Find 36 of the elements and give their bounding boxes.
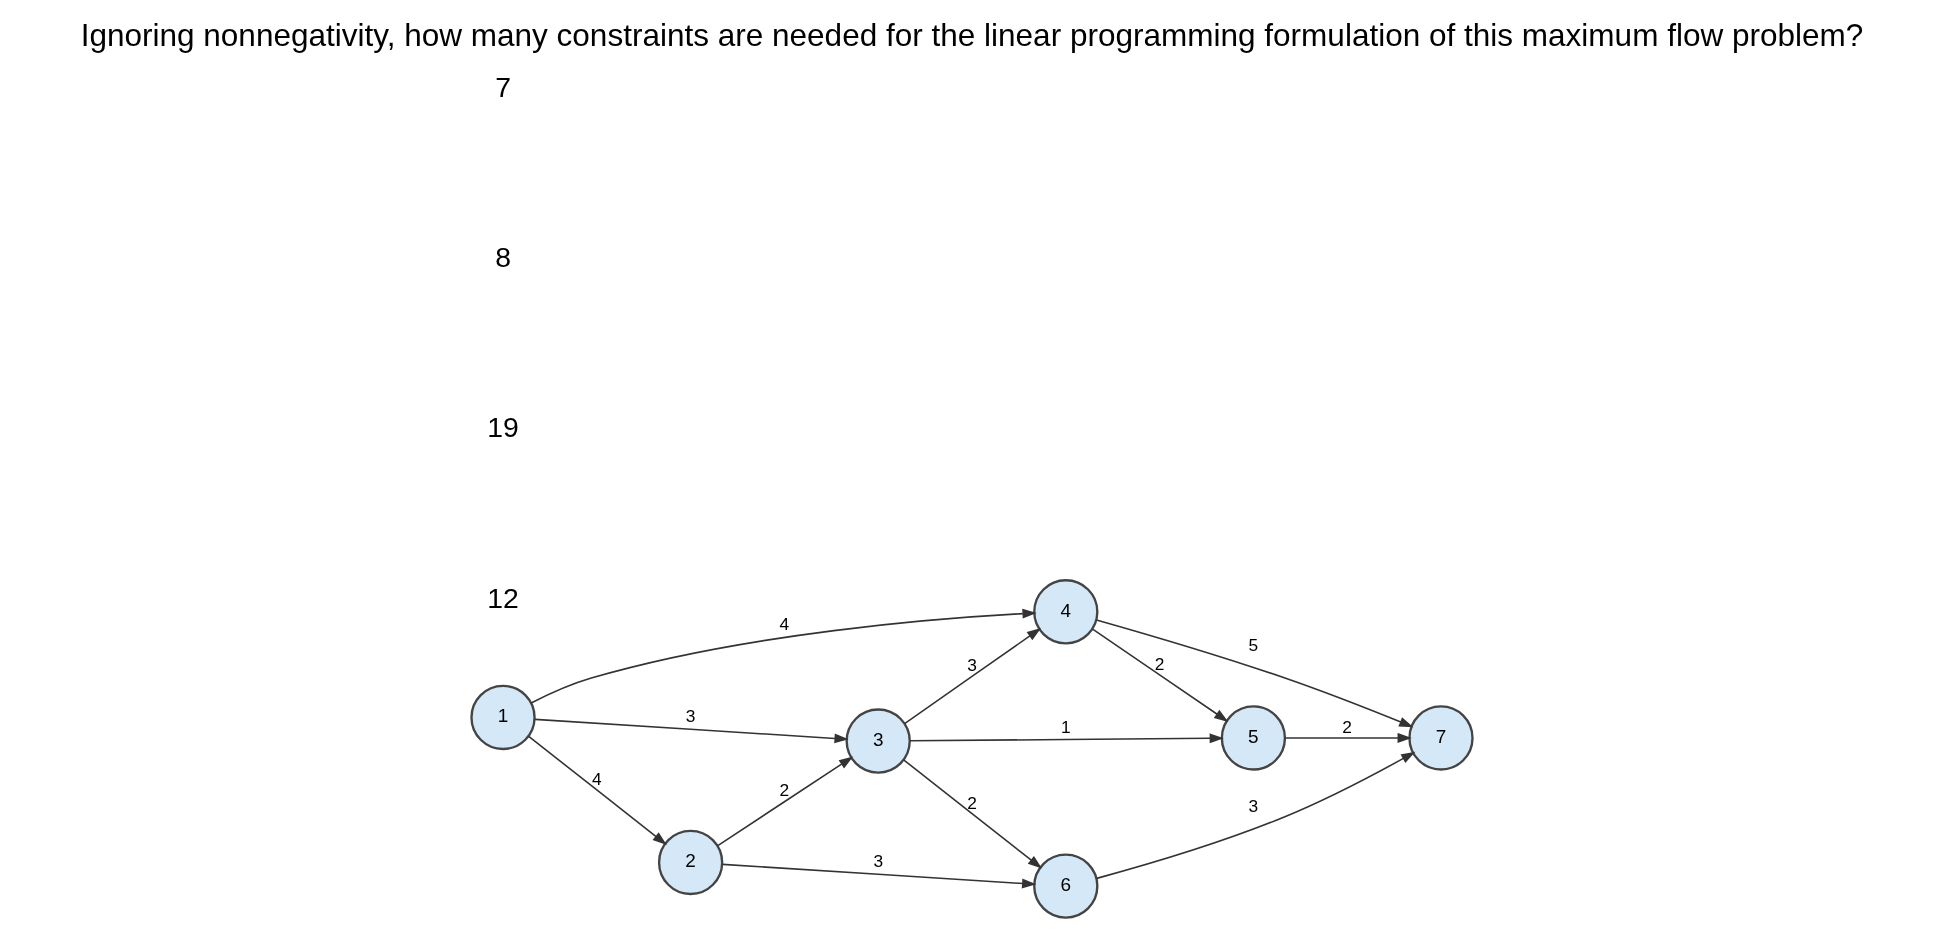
edge-label: 2 — [1342, 716, 1352, 737]
arrow — [721, 863, 1037, 889]
arrow — [903, 628, 1042, 725]
label: 8 — [495, 241, 511, 274]
arrow — [1096, 751, 1416, 880]
edge-label: 4 — [592, 768, 602, 789]
node-circle: 5 — [1220, 705, 1287, 771]
node-circle: 4 — [1033, 579, 1099, 645]
arrow — [717, 756, 854, 847]
edge-label: 3 — [967, 655, 977, 676]
diagram-title: Ignoring nonnegativity, how many constraints are needed for the linear programming formulation of this maximum flow problem? — [80, 16, 1864, 53]
arrow — [1095, 619, 1414, 728]
label: 7 — [495, 70, 511, 103]
edge-label: 2 — [1154, 653, 1165, 674]
label: 19 — [487, 411, 519, 444]
edge-label: 4 — [779, 614, 790, 635]
node-circle: 2 — [657, 829, 724, 896]
label: 12 — [487, 581, 519, 614]
arrow — [527, 735, 667, 845]
edge-label: 3 — [1248, 795, 1259, 816]
edge-label: 2 — [779, 779, 790, 800]
arrow — [903, 759, 1042, 869]
edge-label: 1 — [1060, 716, 1071, 737]
node-circle: 7 — [1408, 705, 1474, 771]
arrow — [1092, 628, 1229, 722]
edge-label: 3 — [685, 705, 696, 726]
node-circle: 3 — [845, 708, 911, 774]
edge-label: 2 — [967, 792, 977, 813]
edge-label: 3 — [873, 850, 884, 871]
arrow — [534, 718, 849, 744]
node-circle: 1 — [470, 684, 536, 751]
edge-label: 5 — [1248, 634, 1259, 655]
arrow — [1284, 732, 1412, 743]
node-circle: 6 — [1033, 853, 1099, 919]
arrow — [530, 608, 1037, 704]
arrow — [909, 733, 1224, 744]
